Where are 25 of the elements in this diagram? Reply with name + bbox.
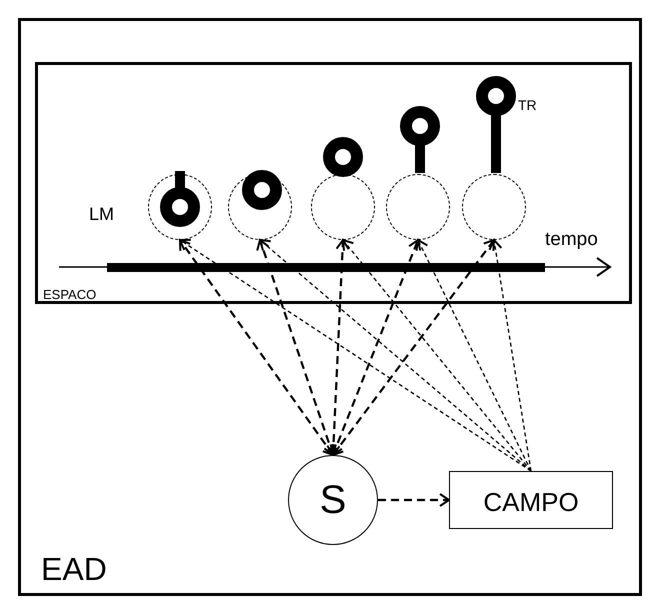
axis-label: ESPACO xyxy=(43,288,96,301)
dashed-arrow xyxy=(179,238,532,472)
dashed-circle xyxy=(228,174,292,240)
dashed-circle xyxy=(462,174,526,240)
node-label: CAMPO xyxy=(482,489,580,515)
timeline-panel xyxy=(35,62,632,304)
dashed-arrow xyxy=(416,239,532,472)
dashed-circle xyxy=(311,174,375,240)
dashed-circle xyxy=(386,174,450,240)
outer-frame xyxy=(18,18,642,596)
rect-node xyxy=(449,471,613,529)
dashed-arrow xyxy=(378,493,450,507)
label: LM xyxy=(89,205,114,223)
node-label: S xyxy=(318,480,348,520)
axis-label: tempo xyxy=(545,230,598,249)
dashed-arrow xyxy=(256,239,337,456)
dashed-arrow xyxy=(332,239,495,456)
dashed-arrow xyxy=(330,239,422,456)
label: TR xyxy=(518,98,537,112)
dashed-arrow xyxy=(488,239,532,472)
dashed-circle xyxy=(148,174,212,240)
diagram-label: EAD xyxy=(41,553,107,585)
dashed-arrow xyxy=(179,239,334,456)
dashed-arrow xyxy=(342,239,532,472)
dashed-arrow xyxy=(259,239,532,472)
